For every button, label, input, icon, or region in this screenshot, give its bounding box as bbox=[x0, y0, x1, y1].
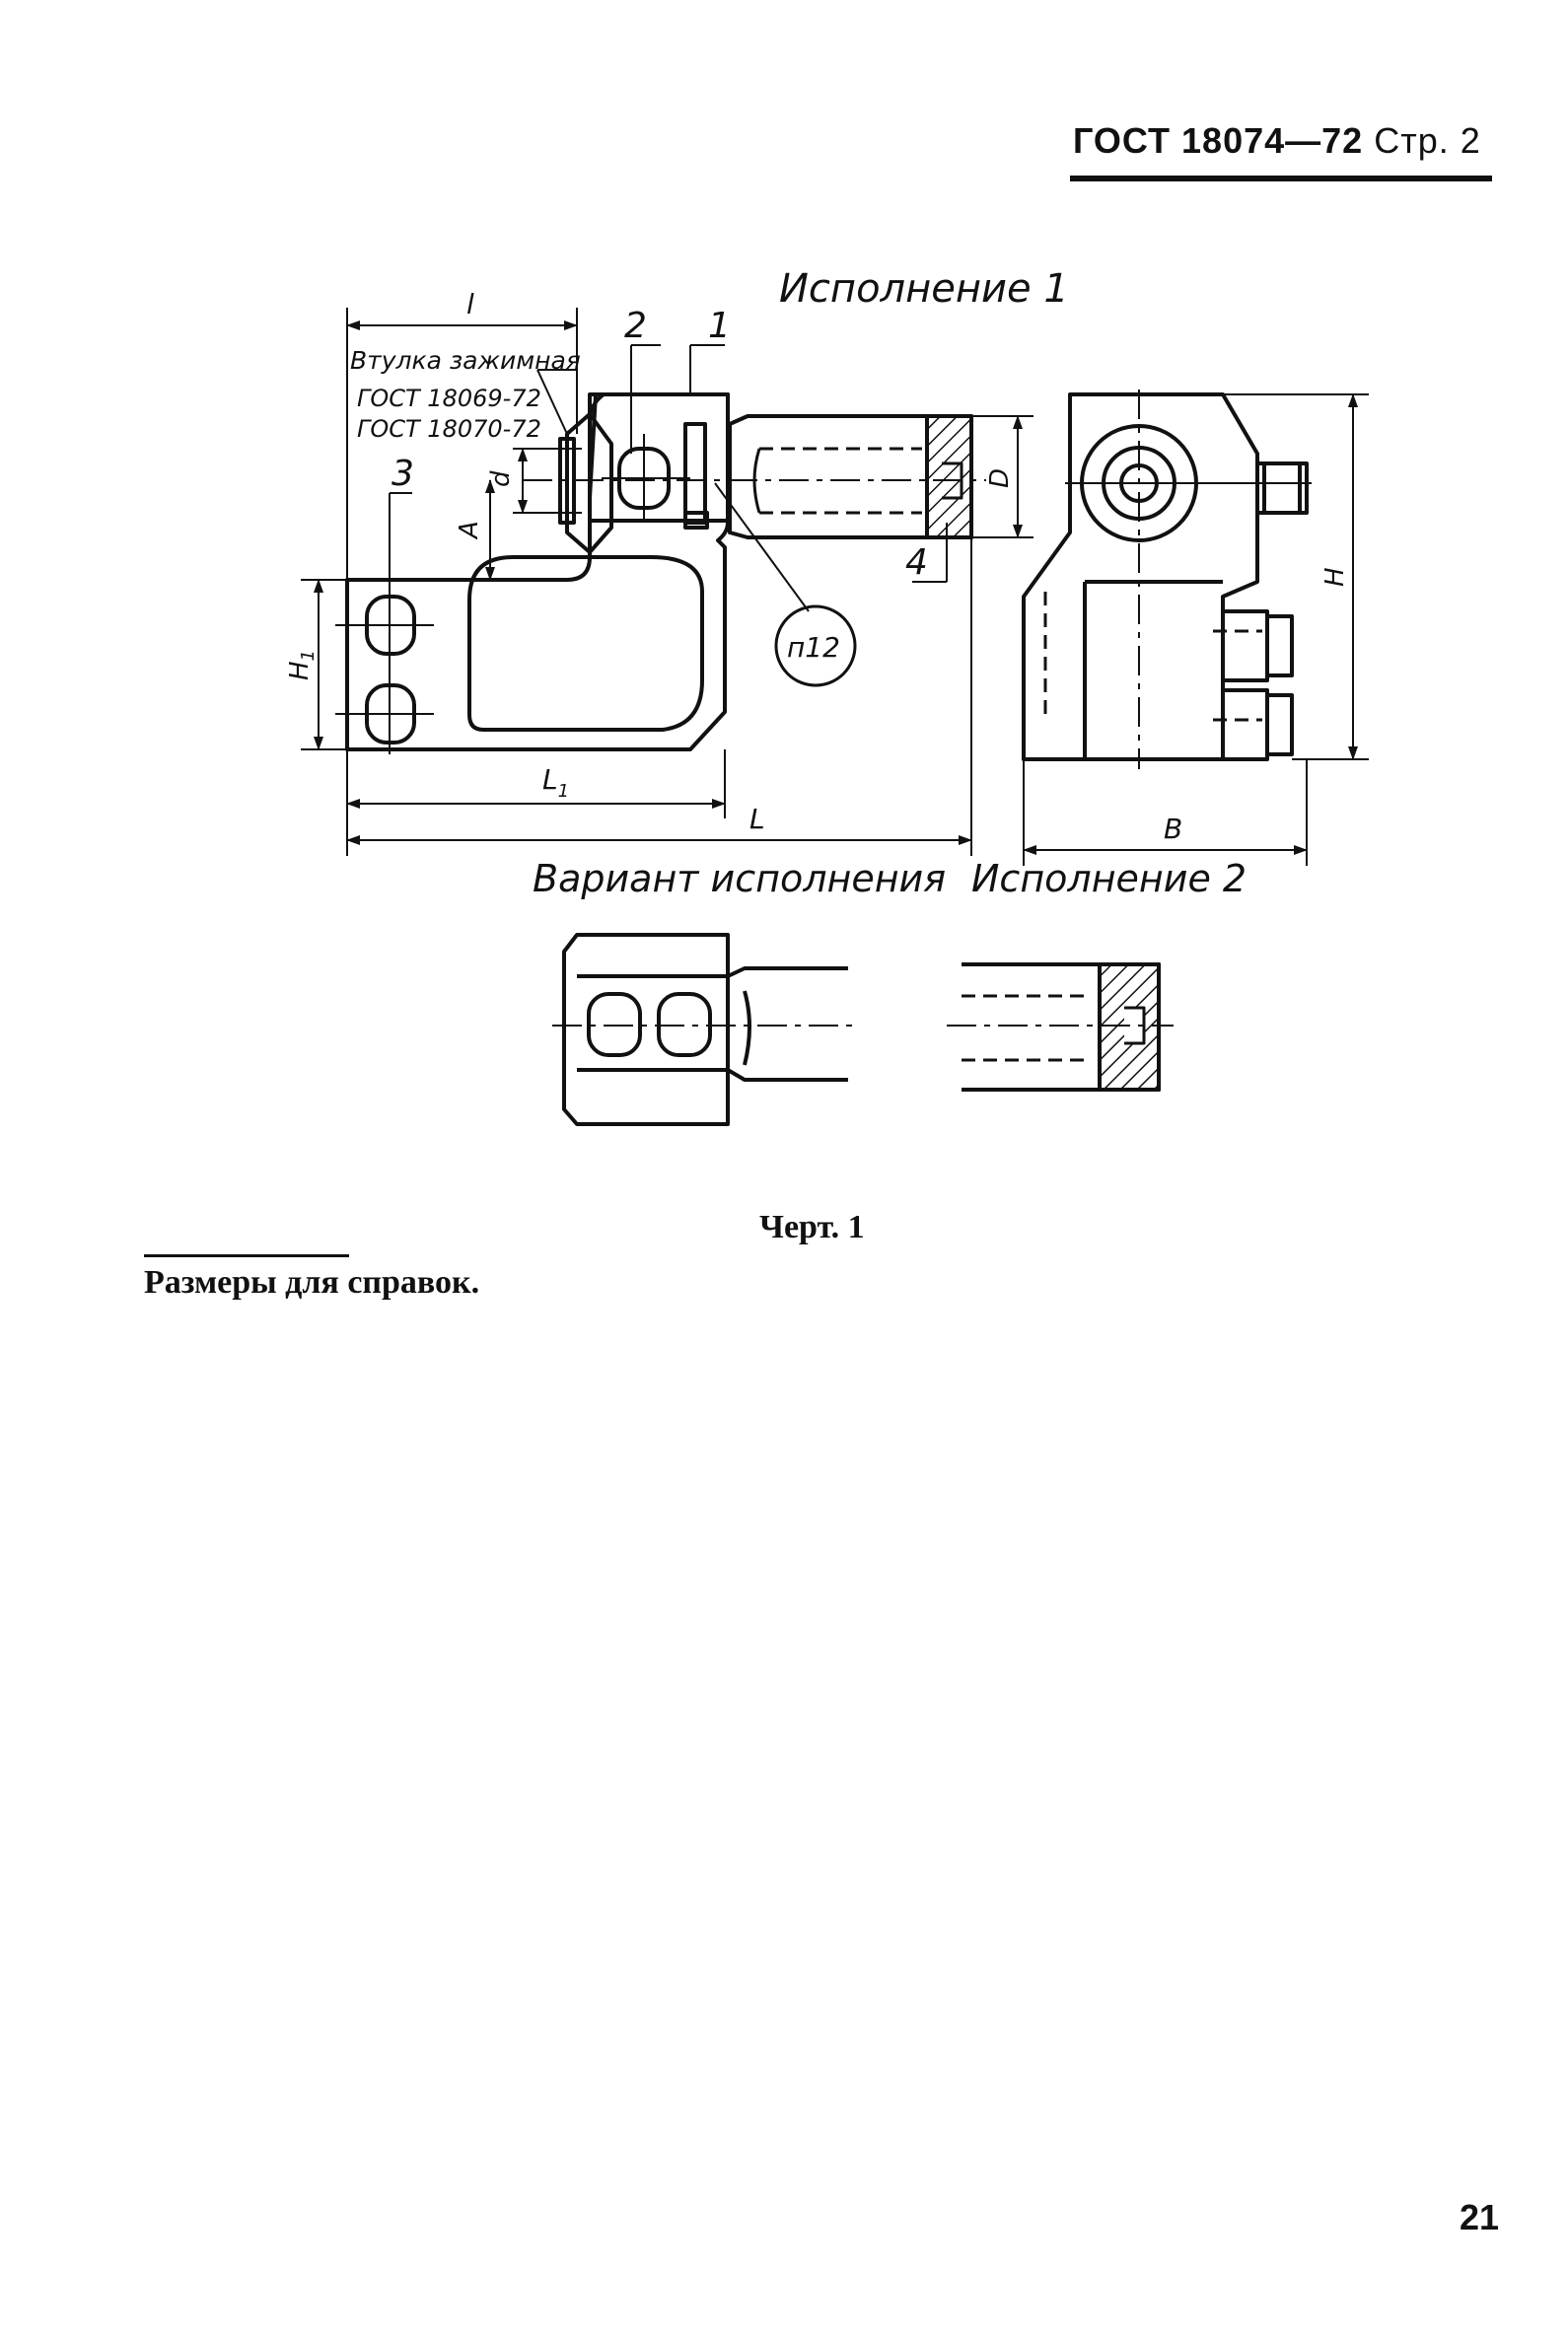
part-number-4: 4 bbox=[905, 542, 928, 583]
footnote: Размеры для справок. bbox=[144, 1264, 480, 1301]
dim-D: D bbox=[985, 468, 1015, 488]
standard-number: ГОСТ 18074—72 bbox=[1073, 120, 1364, 161]
execution-2-view bbox=[947, 962, 1174, 1092]
callout-gost-1: ГОСТ 18069-72 bbox=[357, 385, 541, 412]
part-number-1: 1 bbox=[708, 306, 731, 346]
dim-B: B bbox=[1164, 813, 1182, 845]
page-number: 21 bbox=[1460, 2197, 1500, 2237]
roughness-symbol bbox=[774, 604, 857, 687]
dim-H1: H1 bbox=[285, 650, 319, 680]
callout-gost-2: ГОСТ 18070-72 bbox=[357, 415, 541, 443]
header-rule bbox=[1070, 176, 1492, 181]
roughness-label: п12 bbox=[787, 631, 840, 664]
main-view-body bbox=[335, 392, 986, 754]
page-label: Стр. 2 bbox=[1374, 120, 1481, 161]
view-title-2: Исполнение 2 bbox=[971, 857, 1247, 900]
variant-view bbox=[552, 933, 858, 1126]
part-number-2: 2 bbox=[624, 306, 647, 346]
dim-L1: L1 bbox=[542, 763, 569, 802]
view-title-variant: Вариант исполнения bbox=[533, 857, 946, 900]
part-number-3: 3 bbox=[392, 454, 414, 494]
document-header: ГОСТ 18074—72 Стр. 2 bbox=[1073, 120, 1481, 162]
side-view bbox=[1022, 390, 1312, 769]
callout-bushing: Втулка зажимная bbox=[350, 346, 581, 375]
dim-d: d bbox=[486, 470, 516, 487]
dim-A: A bbox=[455, 521, 484, 540]
dim-L: L bbox=[749, 803, 765, 835]
dim-l: l bbox=[466, 288, 474, 320]
figure-caption: Черт. 1 bbox=[759, 1209, 865, 1245]
view-title-1: Исполнение 1 bbox=[779, 266, 1069, 312]
dim-H: H bbox=[1320, 567, 1350, 587]
screw-3-lower bbox=[365, 671, 416, 754]
footnote-rule bbox=[144, 1254, 349, 1257]
